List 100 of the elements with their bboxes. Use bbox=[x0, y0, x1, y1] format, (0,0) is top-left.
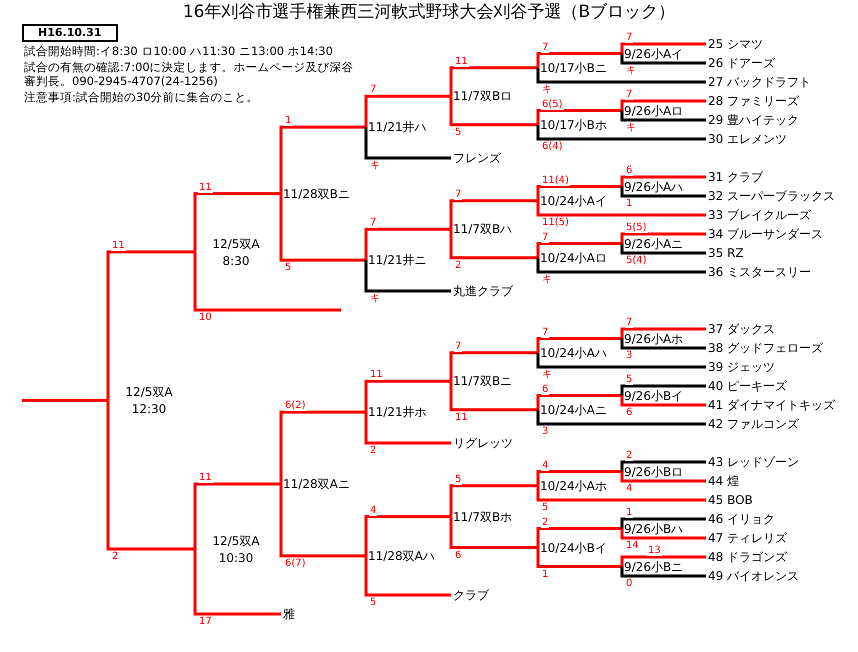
score-label: 6(2) bbox=[284, 400, 307, 412]
match-label: 11/7双Bロ bbox=[453, 89, 512, 104]
bracket-line bbox=[536, 352, 706, 368]
team-name: 46 イリョク bbox=[708, 512, 776, 526]
bracket-line bbox=[364, 556, 451, 596]
team-name: 28 ファミリーズ bbox=[708, 94, 800, 108]
score-label: 1 bbox=[284, 115, 292, 126]
match-label: 12/5双A 10:30 bbox=[198, 532, 274, 567]
score-label: 3 bbox=[541, 426, 550, 437]
score-label: 5 bbox=[369, 597, 378, 608]
team-name: クラブ bbox=[453, 588, 489, 602]
score-label: 7 bbox=[454, 188, 462, 200]
bracket-line bbox=[620, 396, 706, 406]
team-name: 42 ファルコンズ bbox=[708, 417, 800, 431]
match-label: 9/26小Bイ bbox=[624, 388, 684, 402]
score-label: キ bbox=[541, 84, 553, 95]
bracket-line bbox=[450, 516, 538, 549]
bracket-line bbox=[536, 185, 622, 201]
note-text: 注意事項:試合開始の30分前に集合のこと。 bbox=[24, 90, 260, 104]
match-label: 9/26小Aハ bbox=[624, 180, 684, 194]
score-label: 11 bbox=[198, 472, 213, 483]
score-label: 5 bbox=[454, 126, 462, 138]
bracket-line bbox=[280, 484, 366, 558]
score-label: 11 bbox=[198, 182, 213, 193]
bracket-line bbox=[536, 52, 622, 68]
score-label: 6(7) bbox=[284, 558, 307, 569]
score-label: 2 bbox=[541, 516, 550, 528]
match-label: 9/26小Bハ bbox=[624, 522, 684, 536]
match-label: 11/21井ホ bbox=[368, 405, 427, 420]
score-label: キ bbox=[541, 369, 553, 380]
match-label: 11/7双Bホ bbox=[453, 510, 512, 524]
score-label: 13 bbox=[647, 545, 662, 556]
bracket-line bbox=[620, 338, 706, 350]
bracket-line bbox=[536, 124, 706, 140]
bracket-line bbox=[450, 351, 538, 382]
match-label: 11/28双Bニ bbox=[283, 186, 350, 201]
bracket-line bbox=[364, 412, 451, 444]
team-name: 34 ブルーサンダース bbox=[708, 227, 824, 241]
match-label: 10/24小Aイ bbox=[540, 194, 607, 208]
match-label: 9/26小Aホ bbox=[624, 332, 684, 346]
match-label: 12/5双A 8:30 bbox=[198, 236, 274, 270]
match-label: 11/7双Bニ bbox=[453, 374, 512, 388]
score-label: 6 bbox=[625, 165, 634, 176]
match-label: 9/26小Aロ bbox=[624, 104, 684, 118]
score-label: 7 bbox=[625, 32, 634, 43]
team-name: 37 ダックス bbox=[708, 322, 776, 336]
score-label: 7 bbox=[541, 232, 550, 242]
bracket-line bbox=[536, 410, 706, 426]
team-name: 39 ジェッツ bbox=[708, 360, 776, 374]
match-label: 12/5双A 12:30 bbox=[111, 384, 187, 418]
score-label: 6 bbox=[454, 550, 462, 560]
bracket-line bbox=[620, 42, 706, 54]
match-label: 11/21井ニ bbox=[368, 253, 427, 268]
bracket-line bbox=[620, 110, 706, 122]
bracket-line bbox=[620, 384, 706, 396]
score-label: 6(5) bbox=[541, 98, 564, 110]
score-label: 5(4) bbox=[625, 255, 648, 266]
score-label: 7 bbox=[541, 326, 550, 338]
bracket-line bbox=[620, 176, 706, 186]
bracket-line bbox=[620, 232, 706, 244]
score-label: 4 bbox=[541, 460, 550, 470]
note-text: 試合開始時間:イ8:30 ロ10:00 ハ11:30 ニ13:00 ホ14:30 bbox=[24, 44, 334, 58]
score-label: 2 bbox=[111, 550, 120, 562]
bracket-line bbox=[106, 250, 195, 400]
score-label: 7 bbox=[369, 84, 378, 96]
team-name: 40 ピーキーズ bbox=[708, 379, 788, 393]
team-name: 32 スーパーブラックス bbox=[708, 189, 836, 203]
score-label: 11 bbox=[454, 56, 469, 67]
bracket-line bbox=[194, 548, 281, 616]
score-label: キ bbox=[541, 274, 553, 285]
bracket-line bbox=[620, 556, 706, 566]
score-label: 11 bbox=[369, 369, 384, 380]
team-name: 41 ダイナマイトキッズ bbox=[708, 398, 836, 412]
score-label: キ bbox=[369, 160, 381, 171]
match-label: 10/17小Bニ bbox=[540, 60, 607, 75]
score-label: 0 bbox=[625, 578, 634, 589]
team-name: 48 ドラゴンズ bbox=[708, 550, 788, 564]
score-label: 4 bbox=[625, 483, 634, 494]
bracket-line bbox=[536, 527, 622, 548]
score-label: 1 bbox=[625, 198, 634, 209]
bracket-line bbox=[194, 192, 281, 252]
match-label: 11/21井ハ bbox=[368, 120, 427, 134]
team-name: 35 RZ bbox=[708, 246, 744, 260]
bracket-line bbox=[20, 398, 108, 402]
team-name: 36 ミスタースリー bbox=[708, 265, 812, 279]
bracket-line bbox=[364, 260, 451, 292]
bracket-line bbox=[536, 548, 622, 568]
team-name: 27 バックドラフト bbox=[708, 75, 812, 89]
bracket-line bbox=[450, 199, 538, 230]
bracket-line bbox=[450, 484, 538, 517]
team-name: 49 バイオレンス bbox=[708, 569, 800, 583]
bracket-line bbox=[194, 252, 341, 312]
bracket-line bbox=[280, 410, 366, 484]
score-label: 3 bbox=[625, 350, 634, 361]
bracket-line bbox=[620, 518, 706, 528]
bracket-line bbox=[620, 244, 706, 254]
score-label: 2 bbox=[369, 445, 378, 456]
team-name: リグレッツ bbox=[453, 436, 513, 450]
score-label: 4 bbox=[369, 504, 378, 516]
score-label: 10 bbox=[198, 312, 213, 323]
